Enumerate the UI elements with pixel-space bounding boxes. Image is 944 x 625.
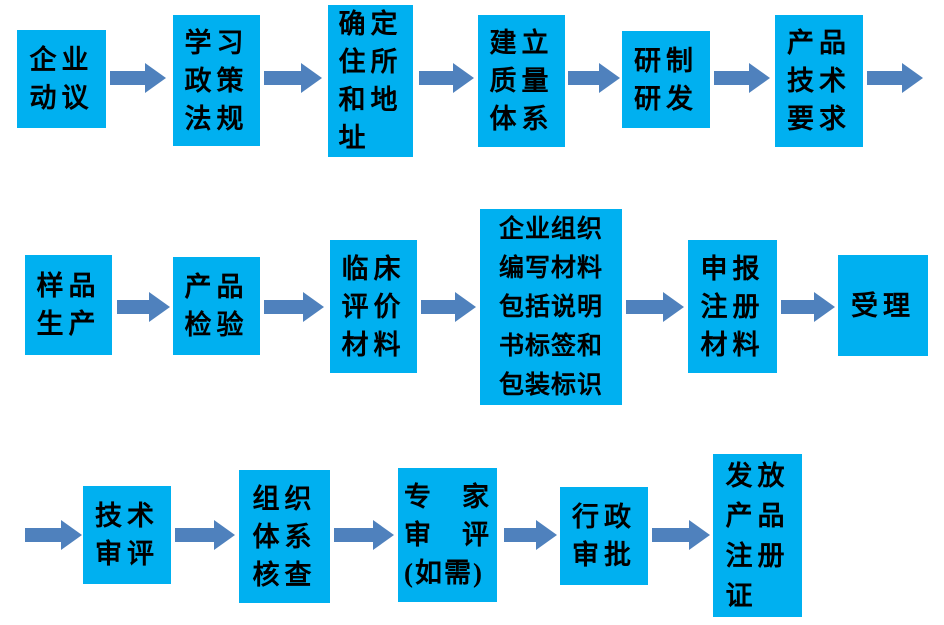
flow-arrow	[264, 292, 324, 322]
step-label: 研制 研发	[634, 45, 698, 114]
step-submit-registration-materials: 申报 注册 材料	[688, 240, 777, 373]
step-issue-registration-certificate: 发放 产品 注册 证	[713, 454, 802, 617]
arrow-head-icon	[303, 292, 324, 322]
step-label: 临床 评价 材料	[341, 253, 406, 360]
arrow-shaft	[652, 528, 691, 542]
arrow-shaft	[626, 300, 665, 314]
flow-arrow	[419, 63, 474, 93]
step-technical-review: 技术 审评	[83, 486, 171, 584]
step-administrative-approval: 行政 审批	[560, 487, 648, 585]
step-product-tech-requirements: 产品 技术 要求	[775, 15, 863, 147]
step-label: 受理	[851, 290, 915, 321]
arrow-shaft	[264, 300, 305, 314]
flow-arrow	[626, 292, 684, 322]
step-label: 行政 审批	[572, 502, 636, 570]
step-acceptance: 受理	[838, 255, 928, 356]
arrow-shaft	[175, 528, 216, 542]
arrow-head-icon	[536, 520, 557, 550]
arrow-head-icon	[453, 63, 474, 93]
step-enterprise-initiative: 企业 动议	[17, 30, 106, 128]
arrow-head-icon	[214, 520, 235, 550]
arrow-head-icon	[145, 63, 166, 93]
step-label: 产品 检验	[184, 272, 249, 340]
flow-arrow-row1-exit	[867, 63, 923, 93]
arrow-head-icon	[814, 292, 835, 322]
flow-arrow	[421, 292, 476, 322]
arrow-head-icon	[149, 292, 170, 322]
arrow-head-icon	[689, 520, 710, 550]
arrow-shaft	[25, 528, 63, 542]
step-rd-development: 研制 研发	[622, 31, 710, 128]
step-compile-materials: 企业组织 编写材料 包括说明 书标签和 包装标识	[480, 209, 622, 405]
arrow-shaft	[504, 528, 538, 542]
flow-arrow	[117, 292, 170, 322]
arrow-shaft	[334, 528, 375, 542]
step-label: 企业组织 编写材料 包括说明 书标签和 包装标识	[498, 215, 603, 399]
flow-arrow	[334, 520, 394, 550]
step-label: 技术 审评	[95, 501, 159, 569]
flow-arrow	[175, 520, 235, 550]
arrow-shaft	[781, 300, 816, 314]
arrow-shaft	[714, 71, 751, 85]
flow-arrow	[568, 63, 620, 93]
step-label: 组织 体系 核查	[252, 483, 317, 590]
arrow-head-icon	[663, 292, 684, 322]
step-establish-quality-system: 建立 质量 体系	[478, 15, 565, 147]
step-label: 学习 政策 法规	[184, 27, 249, 134]
flow-arrow	[714, 63, 770, 93]
step-system-inspection: 组织 体系 核查	[239, 470, 330, 603]
flow-arrow	[504, 520, 557, 550]
step-label: 发放 产品 注册 证	[725, 460, 790, 611]
arrow-head-icon	[902, 63, 923, 93]
step-sample-production: 样品 生产	[25, 255, 112, 355]
arrow-shaft	[110, 71, 147, 85]
flow-arrow	[652, 520, 710, 550]
flow-arrow	[110, 63, 166, 93]
step-label: 申报 注册 材料	[700, 253, 765, 360]
arrow-head-icon	[373, 520, 394, 550]
flow-arrow	[781, 292, 835, 322]
step-label: 建立 质量 体系	[489, 28, 554, 134]
step-clinical-evaluation-materials: 临床 评价 材料	[330, 240, 417, 373]
step-label: 产品 技术 要求	[787, 28, 851, 134]
flow-arrow-row3-entry	[25, 520, 82, 550]
arrow-shaft	[419, 71, 455, 85]
step-label: 样品 生产	[36, 271, 101, 339]
arrow-head-icon	[599, 63, 620, 93]
step-label: 企业 动议	[29, 45, 94, 113]
step-expert-review: 专 家 审 评 (如需)	[398, 468, 497, 602]
arrow-head-icon	[61, 520, 82, 550]
arrow-shaft	[421, 300, 457, 314]
arrow-head-icon	[749, 63, 770, 93]
arrow-shaft	[867, 71, 904, 85]
arrow-head-icon	[301, 63, 322, 93]
arrow-shaft	[117, 300, 151, 314]
step-label: 确定 住所 和地 址	[338, 9, 403, 153]
flow-arrow	[264, 63, 322, 93]
step-study-policies: 学习 政策 法规	[173, 15, 260, 146]
arrow-shaft	[264, 71, 303, 85]
step-label: 专 家 审 评 (如需)	[404, 482, 491, 588]
arrow-head-icon	[455, 292, 476, 322]
step-product-inspection: 产品 检验	[173, 257, 260, 355]
arrow-shaft	[568, 71, 601, 85]
step-determine-premises: 确定 住所 和地 址	[328, 5, 413, 157]
